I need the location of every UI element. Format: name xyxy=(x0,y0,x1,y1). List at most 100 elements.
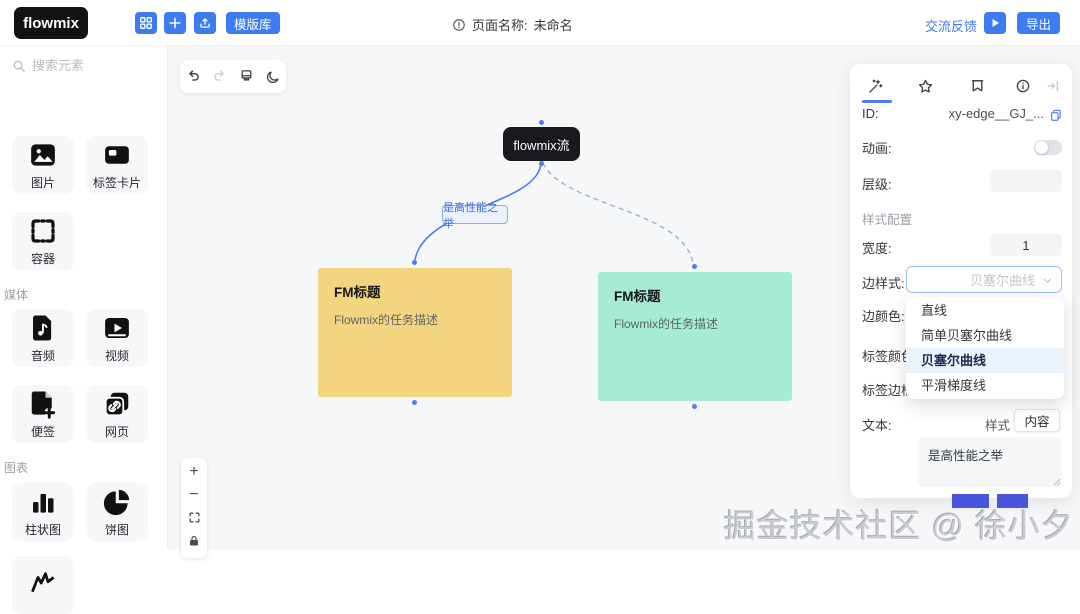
webpage-icon xyxy=(104,392,129,416)
audio-icon xyxy=(33,315,52,340)
dropdown-option-simple-bezier[interactable]: 简单贝塞尔曲线 xyxy=(921,328,1013,343)
bar-chart-icon xyxy=(33,493,54,513)
moon-icon[interactable] xyxy=(263,67,283,87)
feedback-link[interactable]: 交流反馈 xyxy=(925,19,978,34)
layer-label: 层级: xyxy=(862,177,892,192)
style-settings-tab[interactable] xyxy=(866,77,884,95)
pie-chart-icon xyxy=(103,489,130,515)
video-icon xyxy=(105,317,129,338)
dropdown-option-straight[interactable]: 直线 xyxy=(921,303,948,318)
upload-icon xyxy=(200,18,210,28)
favorite-tab[interactable] xyxy=(916,77,934,95)
search-icon xyxy=(13,60,25,72)
element-audio[interactable]: 音频 xyxy=(12,309,74,367)
dropdown-option-bezier-selected[interactable]: 贝塞尔曲线 xyxy=(906,348,1064,373)
card1-handle-top[interactable] xyxy=(412,260,417,265)
search-row xyxy=(12,58,152,73)
element-sticky-note[interactable]: 便签 xyxy=(12,385,74,443)
element-bar-chart[interactable]: 柱状图 xyxy=(12,483,74,541)
section-media: 媒体 xyxy=(4,288,29,302)
import-button[interactable] xyxy=(194,12,216,34)
fit-view-button[interactable] xyxy=(185,509,203,526)
flow-node-label: flowmix流 xyxy=(513,137,570,153)
dropdown-option-smooth-step[interactable]: 平滑梯度线 xyxy=(921,378,987,393)
layer-input[interactable] xyxy=(990,170,1062,192)
magic-wand-icon xyxy=(868,78,883,93)
card2-handle-bottom[interactable] xyxy=(692,404,697,409)
lock-button[interactable] xyxy=(185,532,203,549)
element-video[interactable]: 视频 xyxy=(86,309,148,367)
add-button[interactable] xyxy=(164,12,186,34)
label-color-label: 标签颜色 xyxy=(862,349,915,364)
flag-icon xyxy=(971,79,983,91)
edge-bezier-dashed xyxy=(542,162,694,265)
label-border-label: 标签边框 xyxy=(862,383,915,398)
element-image[interactable]: 图片 xyxy=(12,136,74,194)
flag-tab[interactable] xyxy=(968,77,986,95)
element-label-card[interactable]: 标签卡片 xyxy=(86,136,148,194)
task-card-yellow[interactable]: FM标题 Flowmix的任务描述 xyxy=(318,268,512,397)
undo-icon[interactable] xyxy=(183,67,203,87)
element-webpage[interactable]: 网页 xyxy=(86,385,148,443)
element-container[interactable]: 容器 xyxy=(12,212,74,270)
edge-style-dropdown: 直线 简单贝塞尔曲线 贝塞尔曲线 平滑梯度线 xyxy=(906,297,1064,399)
text-style-tab[interactable]: 样式 xyxy=(985,419,1011,433)
grid-layout-button[interactable] xyxy=(135,12,157,34)
edge-style-label: 边样式: xyxy=(862,276,905,291)
container-icon xyxy=(31,218,55,243)
card1-handle-bottom[interactable] xyxy=(412,400,417,405)
hidden-action-button[interactable] xyxy=(997,494,1028,508)
text-content-tab[interactable]: 内容 xyxy=(1014,409,1060,432)
zoom-out-button[interactable]: − xyxy=(189,485,199,503)
page-name-area: 页面名称: 未命名 xyxy=(452,15,573,34)
element-pie-chart[interactable]: 饼图 xyxy=(86,483,148,541)
chevron-down-icon xyxy=(1043,278,1052,283)
zoom-in-button[interactable]: + xyxy=(189,462,199,480)
hidden-action-button[interactable] xyxy=(952,494,989,508)
animation-label: 动画: xyxy=(862,141,892,156)
node-handle-bottom[interactable] xyxy=(539,161,544,166)
id-value: xy-edge__GJ_... xyxy=(948,106,1044,121)
info-circle-icon xyxy=(1016,79,1030,93)
topbar: flowmix 模版库 页面名称: 未命名 交流反馈 导出 xyxy=(0,0,1080,46)
collapse-panel-button[interactable] xyxy=(1044,77,1062,95)
edge-color-label: 边颜色: xyxy=(862,309,905,324)
animation-toggle[interactable] xyxy=(1034,140,1062,155)
task-card-teal[interactable]: FM标题 Flowmix的任务描述 xyxy=(598,272,792,401)
export-button[interactable]: 导出 xyxy=(1017,12,1061,34)
redo-icon[interactable] xyxy=(210,67,230,87)
info-icon xyxy=(453,18,465,31)
preview-button[interactable] xyxy=(984,12,1006,34)
node-handle-top[interactable] xyxy=(539,120,544,125)
card-desc: Flowmix的任务描述 xyxy=(614,317,718,331)
element-line-chart[interactable] xyxy=(12,556,74,614)
label-card-icon xyxy=(105,145,129,164)
style-config-section: 样式配置 xyxy=(862,213,913,227)
width-input[interactable] xyxy=(990,234,1062,256)
collapse-icon xyxy=(1047,80,1058,92)
card-desc: Flowmix的任务描述 xyxy=(334,313,438,327)
inspector-panel: ID: xy-edge__GJ_... 动画: 层级: 样式配置 宽度: 边样式… xyxy=(850,64,1072,498)
sticky-note-icon xyxy=(31,391,56,419)
edge-style-value: 贝塞尔曲线 xyxy=(969,273,1035,288)
page-name-label: 页面名称: xyxy=(472,18,528,33)
copy-icon xyxy=(1051,109,1061,121)
edge-style-select[interactable]: 贝塞尔曲线 xyxy=(906,266,1062,293)
search-input[interactable] xyxy=(32,58,152,73)
card2-handle-top[interactable] xyxy=(692,264,697,269)
page-name-value[interactable]: 未命名 xyxy=(533,18,573,33)
label-text-input[interactable]: 是高性能之举 xyxy=(918,437,1062,487)
grid-icon xyxy=(140,17,152,29)
edge-label[interactable]: 是高性能之举 xyxy=(442,202,508,230)
brush-icon[interactable] xyxy=(236,67,256,87)
section-charts: 图表 xyxy=(4,461,29,475)
line-chart-icon xyxy=(31,572,55,593)
info-tab[interactable] xyxy=(1014,77,1032,95)
text-label: 文本: xyxy=(862,418,892,433)
template-library-button[interactable]: 模版库 xyxy=(226,12,280,34)
flow-node[interactable]: flowmix流 xyxy=(503,127,580,161)
app-logo[interactable]: flowmix xyxy=(14,7,88,39)
copy-id-button[interactable] xyxy=(1047,106,1065,124)
width-label: 宽度: xyxy=(862,241,892,256)
star-icon xyxy=(918,79,932,93)
